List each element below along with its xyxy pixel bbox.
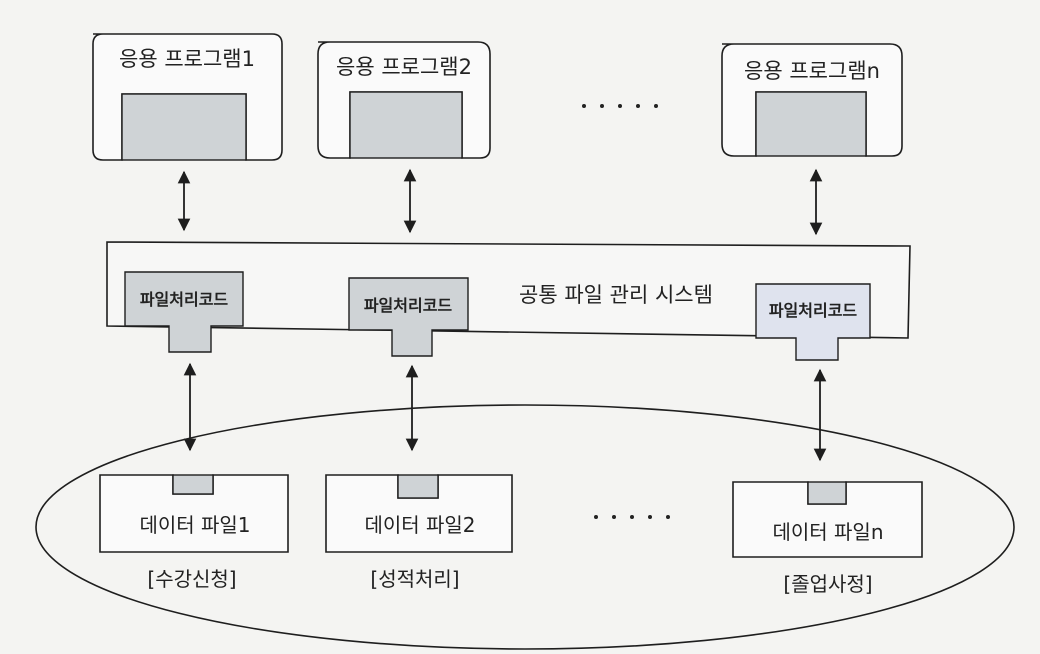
file-code-module-1: 파일처리코드 (124, 271, 244, 353)
data-file-label-n: 데이터 파일n (772, 520, 883, 544)
file-code-label-2: 파일처리코드 (364, 296, 453, 315)
data-file-label-1: 데이터 파일1 (139, 513, 250, 537)
database-ellipse (35, 404, 1015, 650)
top-ellipsis-dots (582, 104, 658, 108)
data-file-2-port (397, 474, 439, 499)
bottom-ellipsis-dots (594, 515, 670, 519)
file-code-label-n: 파일처리코드 (769, 301, 858, 320)
data-file-caption-n: [졸업사정] (783, 572, 872, 596)
data-file-box-n: 데이터 파일n [졸업사정] (732, 481, 923, 596)
common-file-system: 공통 파일 관리 시스템 (106, 241, 911, 339)
data-file-label-2: 데이터 파일2 (364, 513, 475, 537)
data-file-caption-2: [성적처리] (370, 567, 459, 591)
application-1-port (121, 93, 247, 161)
application-label-2: 응용 프로그램2 (336, 55, 472, 79)
file-code-label-1: 파일처리코드 (140, 290, 229, 309)
data-file-1-port (172, 474, 214, 495)
application-label-1: 응용 프로그램1 (119, 47, 255, 71)
file-code-module-n: 파일처리코드 (755, 283, 871, 361)
application-box-2: 응용 프로그램2 (317, 41, 491, 159)
application-n-port (755, 91, 867, 157)
data-file-n-port (807, 481, 847, 505)
application-label-n: 응용 프로그램n (744, 59, 880, 83)
common-system-label: 공통 파일 관리 시스템 (519, 283, 713, 307)
application-box-n: 응용 프로그램n (721, 43, 903, 157)
file-code-module-2: 파일처리코드 (348, 277, 469, 357)
data-file-caption-1: [수강신청] (147, 567, 236, 591)
data-file-box-1: 데이터 파일1 [수강신청] (99, 474, 289, 591)
application-box-1: 응용 프로그램1 (92, 33, 283, 161)
application-2-port (349, 91, 463, 159)
data-file-box-2: 데이터 파일2 [성적처리] (325, 474, 513, 591)
